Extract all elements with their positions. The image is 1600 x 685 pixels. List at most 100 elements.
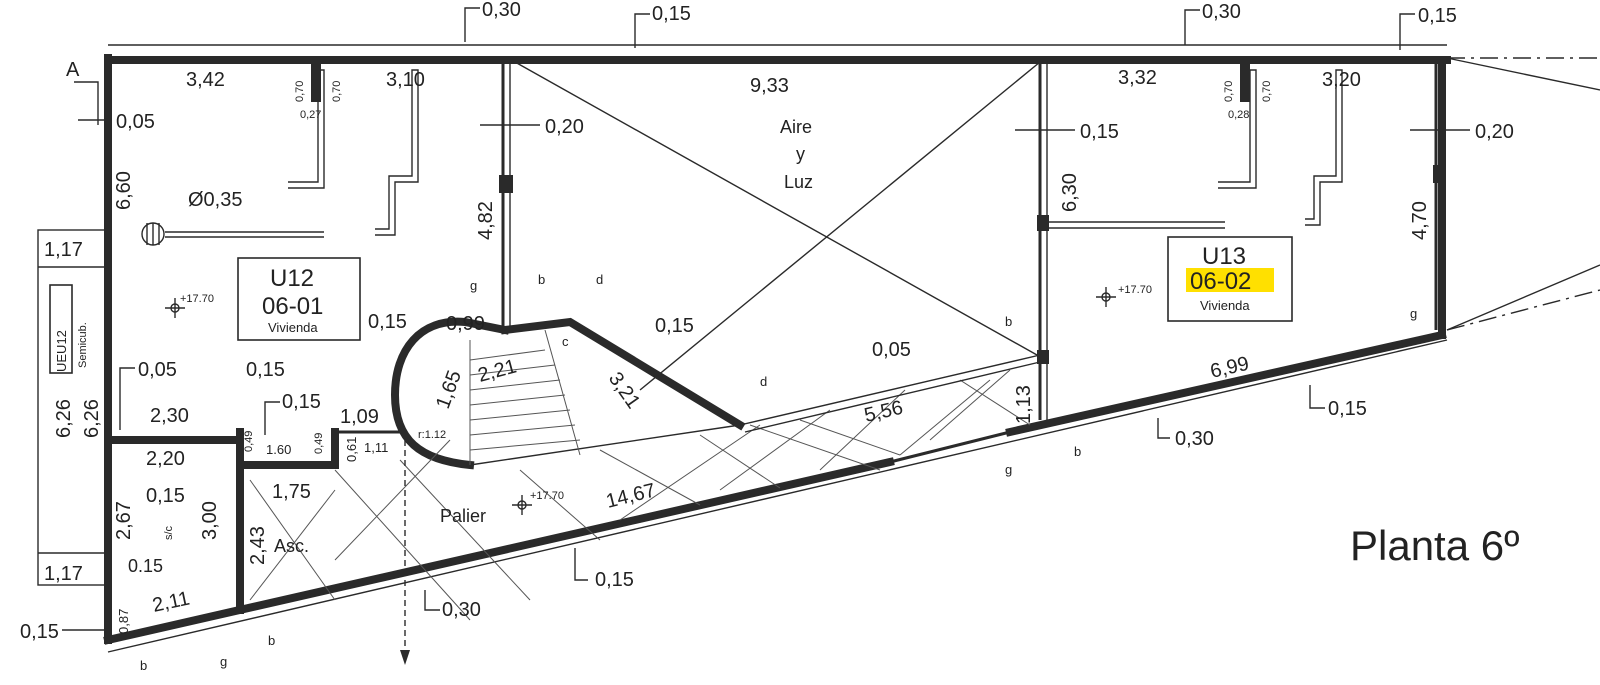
dim-l-020: 0,20 — [545, 116, 584, 138]
dim-099: 0,99 — [446, 313, 485, 335]
unit-box-u13 — [1167, 236, 1293, 322]
dim-015b: 0,15 — [655, 315, 694, 337]
unit-u13-use: Vivienda — [1200, 298, 1250, 313]
dim-u13-070a: 0,70 — [1223, 81, 1235, 102]
dim-r-015: 0,15 — [1080, 121, 1119, 143]
dim-side-117a: 1,17 — [44, 239, 83, 261]
mark-d-1: d — [596, 272, 603, 287]
dim-300: 3,00 — [199, 501, 221, 540]
unit-u13-level: +17.70 — [1118, 284, 1152, 296]
dim-165: 1,65 — [432, 368, 466, 412]
mark-c: c — [562, 334, 569, 349]
dim-015g: 0,15 — [20, 621, 59, 643]
air-shaft-line-3: Luz — [784, 172, 813, 192]
dim-030c: 0,30 — [1175, 428, 1214, 450]
extension-lines — [1446, 57, 1600, 331]
dim-u12-070b: 0,70 — [331, 81, 343, 102]
dim-u13-320: 3,20 — [1322, 69, 1361, 91]
dim-h-630: 6,30 — [1059, 173, 1081, 212]
dim-015c: 0,15 — [246, 359, 285, 381]
mark-b-4: b — [268, 633, 275, 648]
dim-220: 2,20 — [146, 448, 185, 470]
dim-061: 0,61 — [344, 437, 359, 462]
dim-005c: 0,05 — [872, 339, 911, 361]
dim-u12-342: 3,42 — [186, 69, 225, 91]
dim-side-117b: 1,17 — [44, 563, 83, 585]
mark-g-4: g — [220, 654, 227, 669]
mark-g-2: g — [1410, 306, 1417, 321]
plan-title: Planta 6º — [1350, 522, 1519, 569]
dim-049b: 0,49 — [313, 433, 325, 454]
dim-211: 2,11 — [150, 588, 191, 617]
dim-267: 2,67 — [113, 501, 135, 540]
dim-side-626b: 6,26 — [81, 399, 103, 438]
landing-level: +17.70 — [530, 490, 564, 502]
dim-321: 3,21 — [604, 368, 644, 413]
dim-u13-028: 0,28 — [1228, 109, 1249, 121]
dim-015e: 0,15 — [146, 485, 185, 507]
dim-top-015-right: 0,15 — [1418, 5, 1457, 27]
unit-u12-code: 06-01 — [262, 293, 323, 320]
top-wall — [104, 44, 1451, 64]
core — [104, 317, 1041, 660]
dim-leaders — [62, 7, 1470, 631]
dim-shaft-933: 9,33 — [750, 75, 789, 97]
dim-rr-020: 0,20 — [1475, 121, 1514, 143]
dim-u12-070a: 0,70 — [294, 81, 306, 102]
dim-243: 2,43 — [247, 526, 269, 565]
dim-u12-027: 0,27 — [300, 109, 321, 121]
dim-015f: 0.15 — [128, 556, 163, 576]
room-sc: s/c — [163, 525, 175, 540]
dim-230: 2,30 — [150, 405, 189, 427]
dim-u13-332: 3,32 — [1118, 67, 1157, 89]
section-marker — [74, 81, 410, 665]
air-shaft-cross — [514, 61, 1041, 391]
unit-code-highlight — [1186, 268, 1274, 292]
mark-b-2: b — [1005, 314, 1012, 329]
dim-109: 1,09 — [340, 406, 379, 428]
mark-d-2: d — [760, 374, 767, 389]
mark-b-1: b — [538, 272, 545, 287]
dim-221: 2,21 — [476, 356, 519, 387]
unit-u12-use: Vivienda — [268, 320, 318, 335]
mark-g-1: g — [470, 278, 477, 293]
dim-u13-070b: 0,70 — [1261, 81, 1273, 102]
room-landing: Palier — [440, 506, 486, 526]
dim-h-660: 6,60 — [113, 171, 135, 210]
unit-box-u12 — [237, 257, 361, 341]
dim-1467: 14,67 — [604, 479, 658, 512]
level-marker-u13 — [1096, 287, 1116, 307]
mark-g-3: g — [1005, 462, 1012, 477]
pipe-diameter: Ø0,35 — [188, 189, 242, 211]
dim-h-482: 4,82 — [475, 201, 497, 240]
side-unit-id: UEU12 — [54, 330, 69, 372]
side-unit-type: Semicub. — [77, 322, 89, 368]
dim-u12-310: 3,10 — [386, 69, 425, 91]
air-shaft-line-1: Aire — [780, 117, 812, 137]
dim-015j: 0,15 — [1328, 398, 1367, 420]
dim-l-005: 0,05 — [116, 111, 155, 133]
dim-030b: 0,30 — [442, 599, 481, 621]
dim-160: 1.60 — [266, 442, 291, 457]
interior-walls — [165, 60, 1445, 420]
air-shaft-line-2: y — [796, 144, 805, 164]
dim-175: 1,75 — [272, 481, 311, 503]
dim-087: 0,87 — [116, 609, 131, 634]
level-marker-landing — [512, 495, 532, 515]
mark-b-5: b — [140, 658, 147, 673]
dim-005b: 0,05 — [138, 359, 177, 381]
unit-u13-code: 06-02 — [1190, 268, 1251, 295]
room-elevator: Asc. — [274, 536, 309, 556]
dim-015a: 0,15 — [368, 311, 407, 333]
dim-side-626a: 6,26 — [53, 399, 75, 438]
section-marker-label: A — [66, 59, 80, 81]
dim-111: 1,11 — [364, 440, 388, 455]
side-unit — [37, 229, 109, 586]
dim-556: 5,56 — [862, 397, 905, 427]
dim-015h: 0,15 — [595, 569, 634, 591]
mark-b-3: b — [1074, 444, 1081, 459]
pipe-symbol — [141, 222, 165, 246]
unit-u13-id: U13 — [1202, 243, 1246, 270]
dim-049a: 0,49 — [243, 431, 255, 452]
